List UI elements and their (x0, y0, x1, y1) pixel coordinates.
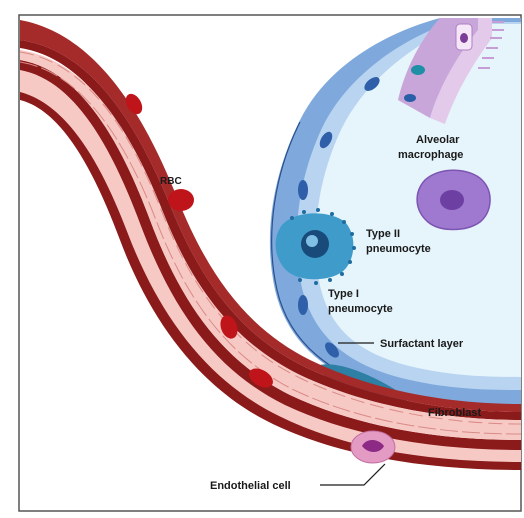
endothelial-cell (351, 431, 395, 463)
label-type2-2: pneumocyte (366, 243, 431, 255)
label-surfactant: Surfactant layer (380, 338, 464, 350)
label-rbc: RBC (160, 176, 182, 187)
label-type1-1: Type I (328, 288, 359, 300)
alveolar-macrophage (417, 170, 490, 229)
type1-nucleus (298, 180, 308, 200)
rbc-cell (168, 189, 194, 211)
label-alveolar-macrophage-1: Alveolar (416, 134, 460, 146)
label-type2-1: Type II (366, 228, 400, 240)
label-endothelial: Endothelial cell (210, 480, 291, 492)
type1-nucleus (298, 295, 308, 315)
label-type1-2: pneumocyte (328, 303, 393, 315)
label-fibroblast: Fibroblast (428, 407, 482, 419)
label-alveolar-macrophage-2: macrophage (398, 149, 463, 161)
